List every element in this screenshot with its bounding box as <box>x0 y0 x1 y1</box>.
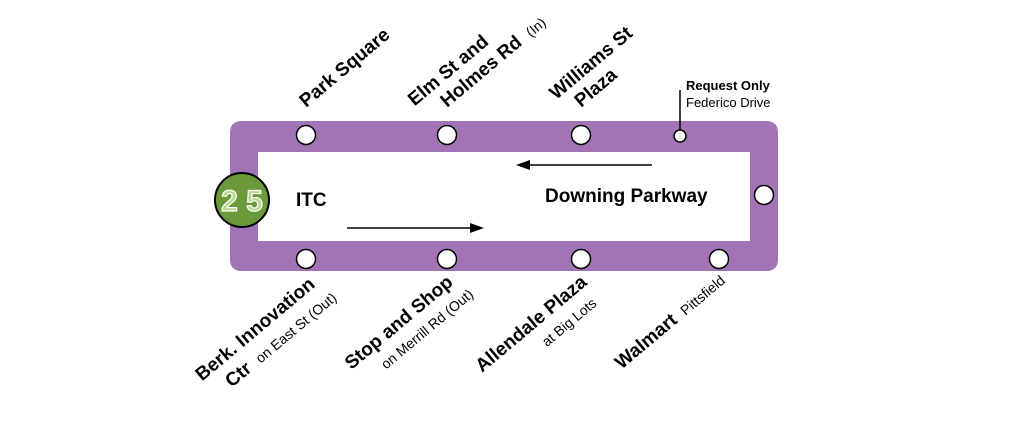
stop-marker-walmart <box>708 248 730 270</box>
hub-label: ITC <box>296 190 327 211</box>
stop-label-berk-innovation: Berk. Innovation Ctr on East St (Out) <box>192 274 340 392</box>
stop-label-walmart: Walmart Pittsfield <box>611 270 729 374</box>
stop-label-park-square: Park Square <box>296 24 394 111</box>
stop-marker-park-square <box>295 124 317 146</box>
stop-label-stop-and-shop: Stop and Shop on Merrill Rd (Out) <box>341 272 476 374</box>
stop-label-elm-st: Elm St and Holmes Rd (In) <box>404 14 549 112</box>
street-label: Downing Parkway <box>545 186 708 207</box>
stop-marker-stop-and-shop <box>436 248 458 270</box>
request-only-label: Request Only <box>686 78 771 93</box>
arrow-right-icon <box>347 223 484 233</box>
stop-label-allendale-plaza: Allendale Plaza at Big Lots <box>472 271 600 376</box>
route-logo-icon: 2 5 <box>214 172 270 228</box>
svg-text:Park Square: Park Square <box>296 24 394 111</box>
stop-marker-berk-innovation <box>295 248 317 270</box>
route-logo-text: 2 5 <box>221 185 263 218</box>
stop-label-williams-st: Williams St Plaza <box>546 22 638 111</box>
stop-marker-allendale-plaza <box>570 248 592 270</box>
stop-marker-federico-drive <box>673 129 687 143</box>
stop-marker-elm-st <box>436 124 458 146</box>
request-stop-name: Federico Drive <box>686 95 771 110</box>
svg-text:Walmart Pittsfield: Walmart Pittsfield <box>611 270 729 374</box>
arrow-left-icon <box>516 160 652 170</box>
stop-marker-downing-parkway <box>753 184 775 206</box>
stop-marker-williams-st <box>570 124 592 146</box>
